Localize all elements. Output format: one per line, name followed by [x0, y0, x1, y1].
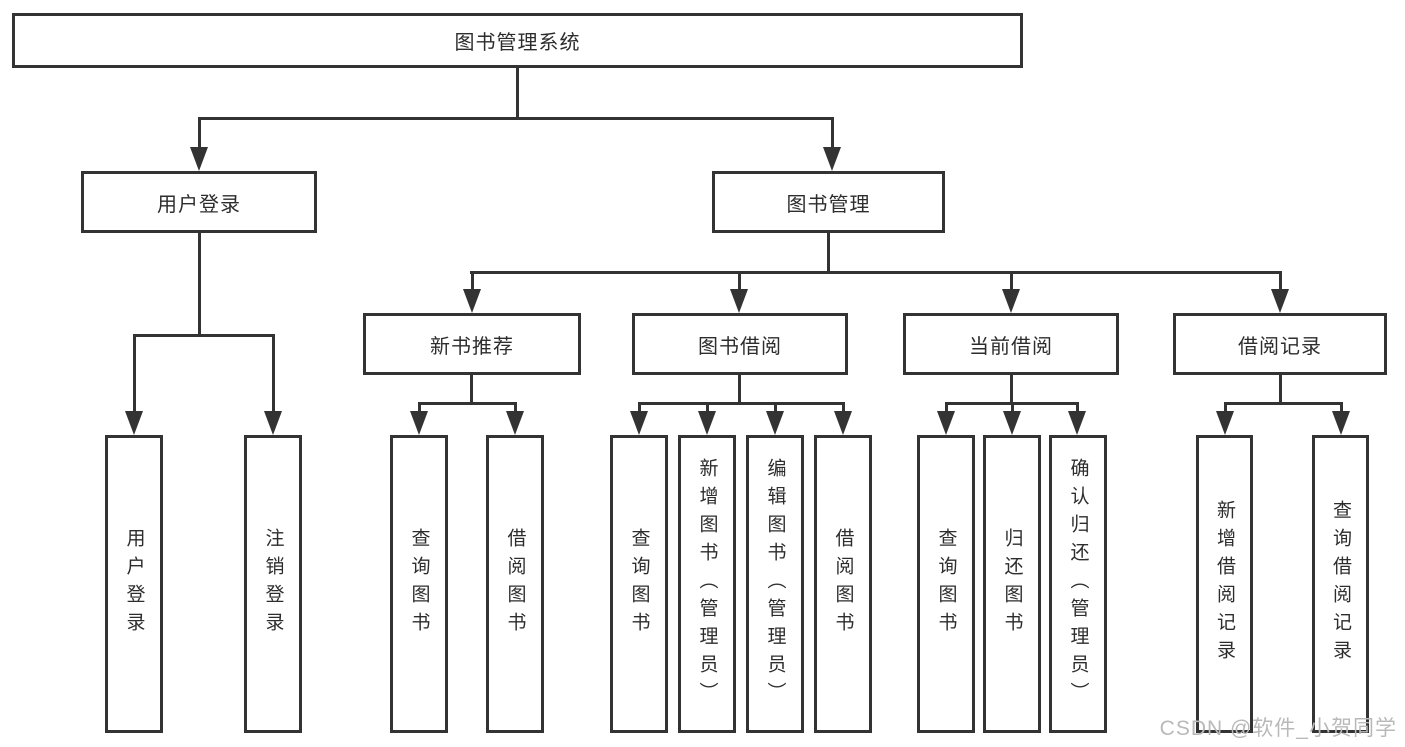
edge-new-book-recommend-stem — [470, 375, 473, 404]
leaf-return-books: 归还图书 — [983, 435, 1041, 733]
edge-book-borrowing-stem — [738, 375, 741, 404]
edge-leaf-stem — [945, 402, 948, 415]
edge-to-book-borrowing-stem — [738, 271, 741, 291]
edge-to-book-management-stem — [831, 117, 834, 149]
arrow-down-icon — [125, 411, 143, 435]
edge-to-leaf-logout-stem — [272, 334, 275, 413]
node-user-login: 用户登录 — [81, 171, 317, 233]
leaf-query-books-borrowing: 查询图书 — [610, 435, 668, 733]
arrow-down-icon — [190, 147, 208, 171]
leaf-edit-books-admin: 编辑图书（管理员） — [746, 435, 804, 733]
leaf-add-books-admin: 新增图书（管理员） — [678, 435, 736, 733]
arrow-down-icon — [463, 289, 481, 313]
edge-leaf-stem — [514, 402, 517, 415]
edge-level3-bus — [470, 271, 1282, 274]
node-library-management-system: 图书管理系统 — [12, 13, 1023, 68]
leaf-user-login: 用户登录 — [105, 435, 163, 733]
edge-user-login-stem — [198, 233, 201, 336]
edge-leaf-stem — [1011, 402, 1014, 415]
edge-root-stem — [516, 68, 519, 119]
edge-leaf-stem — [706, 402, 709, 415]
edge-leaf-stem — [774, 402, 777, 415]
node-current-borrowing: 当前借阅 — [903, 313, 1119, 375]
arrow-down-icon — [1271, 289, 1289, 313]
leaf-query-books-current: 查询图书 — [917, 435, 975, 733]
arrow-down-icon — [834, 411, 852, 435]
edge-new-book-recommend-bus — [418, 402, 517, 405]
node-book-management: 图书管理 — [712, 171, 945, 233]
leaf-query-borrow-record: 查询借阅记录 — [1312, 435, 1369, 733]
leaf-confirm-return-admin: 确认归还（管理员） — [1049, 435, 1107, 733]
edge-leaf-stem — [1224, 402, 1227, 415]
arrow-down-icon — [1332, 411, 1350, 435]
edge-book-management-stem — [827, 233, 830, 273]
arrow-down-icon — [823, 147, 841, 171]
edge-user-login-bus — [133, 334, 275, 337]
arrow-down-icon — [410, 411, 428, 435]
csdn-watermark: CSDN @软件_小贺同学 — [1159, 717, 1397, 740]
edge-borrowing-records-bus — [1224, 402, 1342, 405]
leaf-borrow-books-recommend: 借阅图书 — [486, 435, 544, 733]
arrow-down-icon — [1216, 411, 1234, 435]
edge-to-new-book-recommend-stem — [471, 271, 474, 291]
node-borrowing-records: 借阅记录 — [1173, 313, 1387, 375]
edge-to-borrowing-records-stem — [1279, 271, 1282, 291]
edge-level1-bus — [198, 117, 834, 120]
node-new-book-recommend: 新书推荐 — [363, 313, 581, 375]
leaf-logout: 注销登录 — [244, 435, 302, 733]
edge-borrowing-records-stem — [1279, 375, 1282, 404]
edge-book-borrowing-bus — [638, 402, 845, 405]
leaf-borrow-books: 借阅图书 — [814, 435, 872, 733]
arrow-down-icon — [698, 411, 716, 435]
edge-leaf-stem — [418, 402, 421, 415]
edge-leaf-stem — [638, 402, 641, 415]
arrow-down-icon — [937, 411, 955, 435]
arrow-down-icon — [766, 411, 784, 435]
edge-to-current-borrowing-stem — [1010, 271, 1013, 291]
leaf-query-books-recommend: 查询图书 — [390, 435, 448, 733]
edge-to-user-login-stem — [198, 117, 201, 149]
edge-leaf-stem — [842, 402, 845, 415]
arrow-down-icon — [630, 411, 648, 435]
leaf-add-borrow-record: 新增借阅记录 — [1196, 435, 1253, 733]
edge-leaf-stem — [1340, 402, 1343, 415]
arrow-down-icon — [730, 289, 748, 313]
arrow-down-icon — [264, 411, 282, 435]
arrow-down-icon — [1068, 411, 1086, 435]
node-book-borrowing: 图书借阅 — [632, 313, 848, 375]
arrow-down-icon — [1002, 289, 1020, 313]
edge-current-borrowing-stem — [1010, 375, 1013, 404]
arrow-down-icon — [1003, 411, 1021, 435]
edge-to-leaf-user-login-stem — [133, 334, 136, 413]
arrow-down-icon — [506, 411, 524, 435]
edge-leaf-stem — [1076, 402, 1079, 415]
